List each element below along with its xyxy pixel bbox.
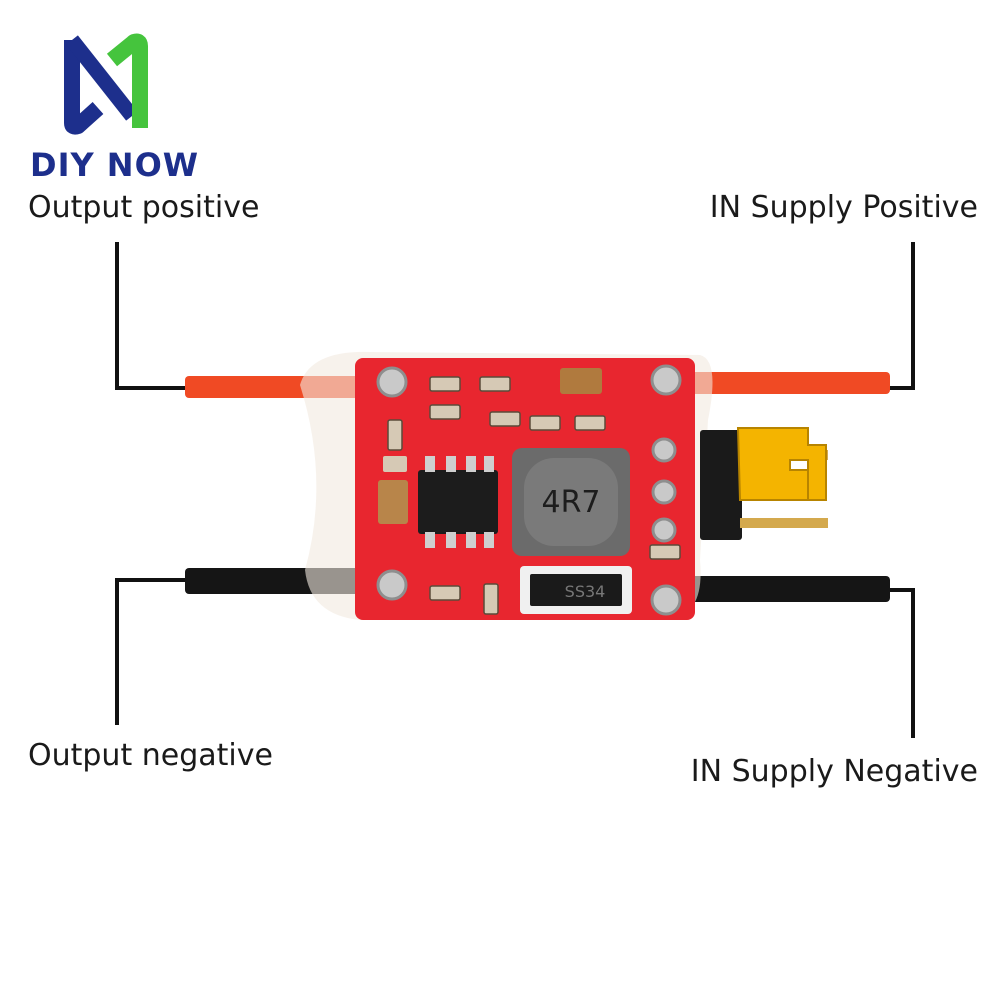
red-wire-right bbox=[690, 372, 890, 394]
diy-now-logo-icon bbox=[64, 33, 148, 135]
leader-input-positive bbox=[820, 242, 915, 390]
inductor-marking: 4R7 bbox=[541, 485, 600, 520]
buck-ic bbox=[418, 456, 498, 548]
label-output-negative: Output negative bbox=[28, 738, 273, 773]
capacitor-left bbox=[378, 480, 408, 524]
pad-jumper-3 bbox=[651, 517, 677, 543]
capacitor-top bbox=[560, 368, 602, 394]
jumper-header bbox=[700, 427, 828, 540]
pad-out-neg bbox=[376, 569, 408, 601]
inductor: 4R7 bbox=[512, 448, 630, 556]
leader-input-negative bbox=[820, 588, 915, 738]
leader-output-positive bbox=[115, 242, 220, 390]
jumper-cap bbox=[736, 427, 827, 501]
pad-jumper-2 bbox=[651, 479, 677, 505]
label-input-negative: IN Supply Negative bbox=[690, 754, 978, 789]
pad-out-pos bbox=[376, 366, 408, 398]
label-output-positive: Output positive bbox=[28, 190, 260, 225]
black-wire-right bbox=[690, 576, 890, 602]
pad-in-neg bbox=[650, 584, 682, 616]
pad-in-pos bbox=[650, 364, 682, 396]
schottky-diode: SS34 bbox=[520, 566, 632, 614]
diode-marking: SS34 bbox=[565, 582, 606, 601]
brand-name: DIY NOW bbox=[30, 146, 200, 184]
leader-output-negative bbox=[115, 578, 220, 725]
label-input-positive: IN Supply Positive bbox=[709, 190, 978, 225]
pad-jumper-1 bbox=[651, 437, 677, 463]
